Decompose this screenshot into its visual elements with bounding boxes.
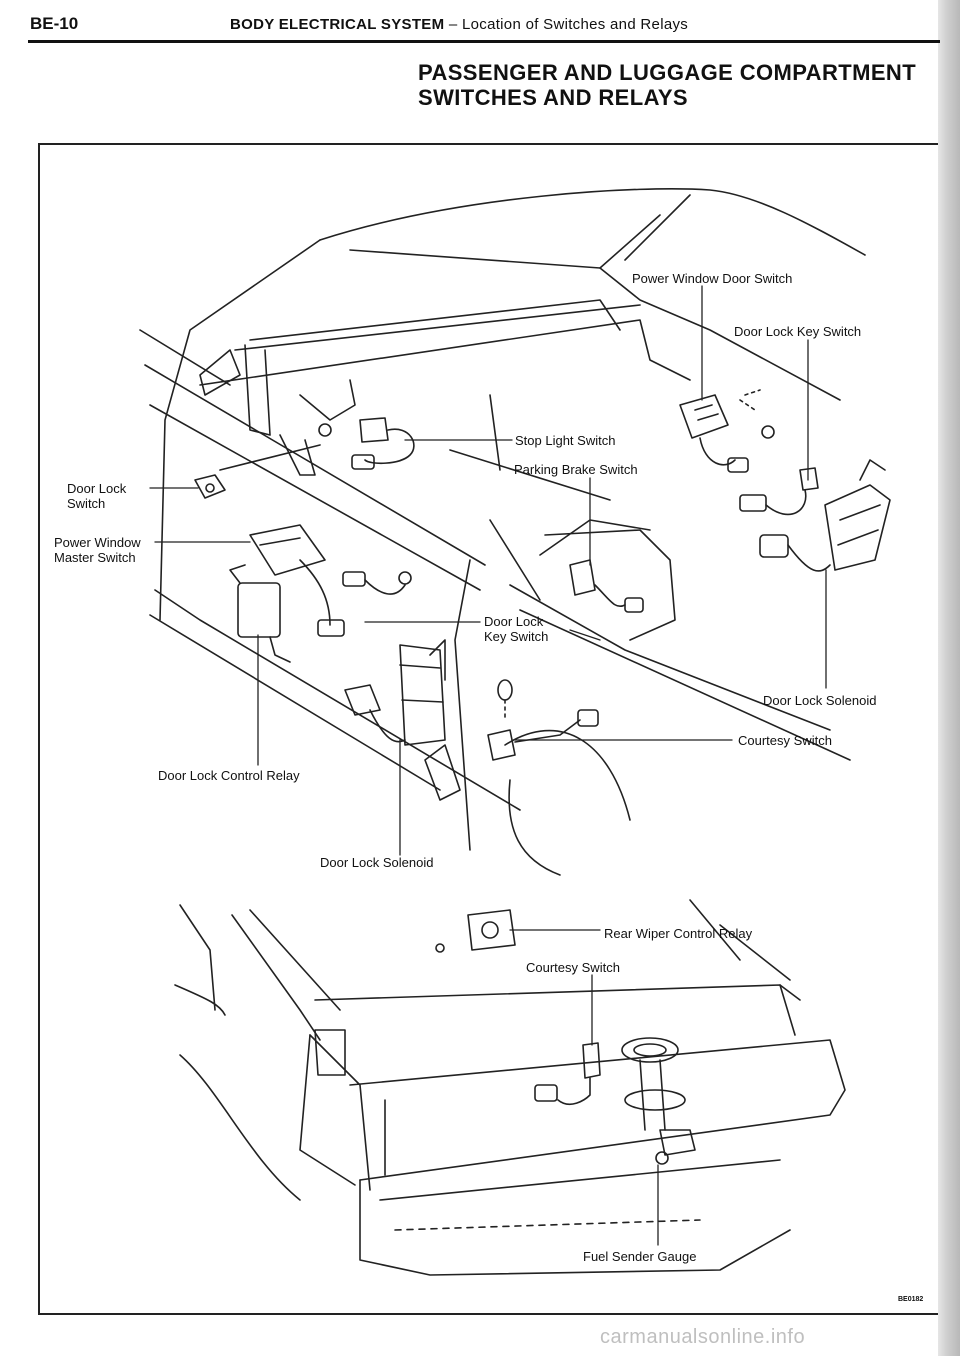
section-subtitle: – Location of Switches and Relays [448,16,689,33]
label-door-lock-key-switch-left: Door Lock Key Switch [484,614,548,644]
label-courtesy-switch-front: Courtesy Switch [738,733,832,748]
page-code: BE-10 [30,14,79,33]
label-power-window-master-switch: Power Window Master Switch [54,535,141,565]
page-edge-shadow [938,0,960,1356]
label-door-lock-key-switch-left-line2: Key Switch [484,629,549,644]
page-title-line1: PASSENGER AND LUGGAGE COMPARTMENT [418,60,917,85]
power-window-door-switch-part [679,389,775,473]
courtesy-switch-rear-part [534,1042,601,1105]
page-title: PASSENGER AND LUGGAGE COMPARTMENT SWITCH… [418,60,916,110]
label-door-lock-solenoid-right: Door Lock Solenoid [763,693,877,708]
door-lock-solenoid-left-part [344,639,461,801]
label-power-window-door-switch: Power Window Door Switch [632,271,793,286]
door-lock-control-relay-part [229,564,291,663]
stop-light-switch-part [318,417,415,470]
door-lock-solenoid-right-part [759,459,891,572]
label-door-lock-control-relay: Door Lock Control Relay [158,768,300,783]
label-parking-brake-switch: Parking Brake Switch [514,462,638,477]
label-door-lock-switch-line2: Switch [67,496,106,511]
parking-brake-switch-part [569,559,644,613]
label-power-window-master-line1: Power Window [54,535,141,550]
rear-body-outline [174,899,846,1276]
dashboard-outline [139,188,866,876]
label-door-lock-switch: Door Lock Switch [67,481,126,511]
leader-lines [149,285,827,1246]
label-courtesy-switch-rear: Courtesy Switch [526,960,620,975]
label-door-lock-switch-line1: Door Lock [67,481,127,496]
diagram-frame [38,143,938,1315]
figure-id: BE0182 [898,1296,924,1303]
label-door-lock-key-switch-right: Door Lock Key Switch [734,324,862,339]
label-door-lock-solenoid-left: Door Lock Solenoid [320,855,434,870]
fuel-sender-gauge-part [621,1037,696,1165]
door-lock-key-switch-right-part [739,467,819,516]
label-stop-light-switch: Stop Light Switch [515,433,616,448]
label-fuel-sender-gauge: Fuel Sender Gauge [583,1249,697,1264]
page-title-line2: SWITCHES AND RELAYS [418,85,688,110]
label-rear-wiper-control-relay: Rear Wiper Control Relay [604,926,753,941]
label-door-lock-key-switch-left-line1: Door Lock [484,614,544,629]
courtesy-switch-front-part [487,679,599,761]
door-lock-key-switch-left-part [342,571,412,595]
label-power-window-master-line2: Master Switch [54,550,136,565]
door-lock-switch-part [194,474,226,499]
section-title: BODY ELECTRICAL SYSTEM [230,16,445,33]
section-header: BODY ELECTRICAL SYSTEM – Location of Swi… [230,16,688,33]
watermark: carmanualsonline.info [600,1326,806,1348]
power-window-master-switch-part [249,524,345,637]
header-rule [28,40,940,43]
rear-wiper-control-relay-part [435,909,516,953]
